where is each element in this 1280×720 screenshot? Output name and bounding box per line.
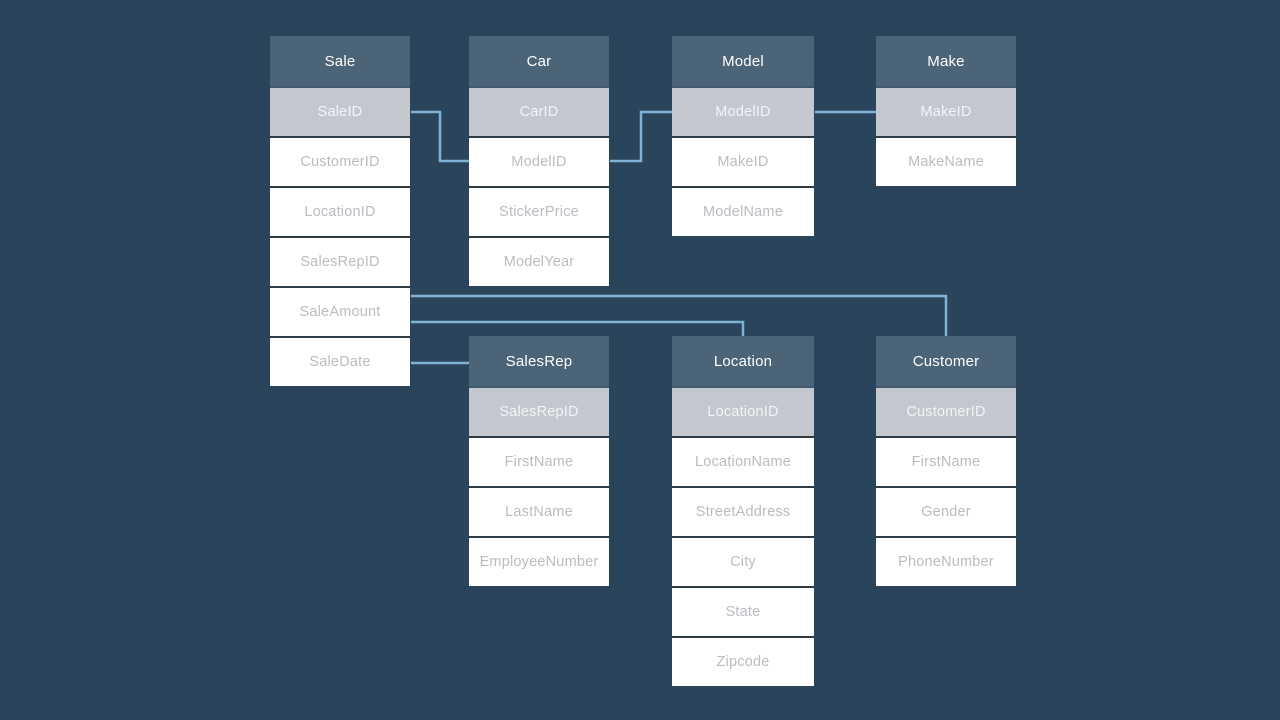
field-zipcode[interactable]: Zipcode bbox=[672, 636, 814, 686]
field-saledate[interactable]: SaleDate bbox=[270, 336, 410, 386]
field-locationname[interactable]: LocationName bbox=[672, 436, 814, 486]
entity-header-location: Location bbox=[672, 336, 814, 386]
field-stickerprice[interactable]: StickerPrice bbox=[469, 186, 609, 236]
entity-header-model: Model bbox=[672, 36, 814, 86]
primary-key-field-locationid[interactable]: LocationID bbox=[672, 386, 814, 436]
entity-header-customer: Customer bbox=[876, 336, 1016, 386]
relationship-car-to-model bbox=[610, 110, 672, 163]
primary-key-field-carid[interactable]: CarID bbox=[469, 86, 609, 136]
field-modelid[interactable]: ModelID bbox=[469, 136, 609, 186]
field-makename[interactable]: MakeName bbox=[876, 136, 1016, 186]
field-city[interactable]: City bbox=[672, 536, 814, 586]
entity-header-car: Car bbox=[469, 36, 609, 86]
field-employeenumber[interactable]: EmployeeNumber bbox=[469, 536, 609, 586]
field-modelname[interactable]: ModelName bbox=[672, 186, 814, 236]
field-state[interactable]: State bbox=[672, 586, 814, 636]
field-lastname[interactable]: LastName bbox=[469, 486, 609, 536]
relationship-sale-to-location bbox=[411, 320, 745, 336]
field-gender[interactable]: Gender bbox=[876, 486, 1016, 536]
field-firstname[interactable]: FirstName bbox=[876, 436, 1016, 486]
field-modelyear[interactable]: ModelYear bbox=[469, 236, 609, 286]
primary-key-field-salesrepid[interactable]: SalesRepID bbox=[469, 386, 609, 436]
primary-key-field-modelid[interactable]: ModelID bbox=[672, 86, 814, 136]
field-salesrepid[interactable]: SalesRepID bbox=[270, 236, 410, 286]
field-locationid[interactable]: LocationID bbox=[270, 186, 410, 236]
entity-header-make: Make bbox=[876, 36, 1016, 86]
relationship-sale-to-car bbox=[411, 110, 469, 163]
field-saleamount[interactable]: SaleAmount bbox=[270, 286, 410, 336]
field-firstname[interactable]: FirstName bbox=[469, 436, 609, 486]
field-streetaddress[interactable]: StreetAddress bbox=[672, 486, 814, 536]
relationship-sale-to-customer bbox=[411, 294, 948, 336]
field-customerid[interactable]: CustomerID bbox=[270, 136, 410, 186]
primary-key-field-makeid[interactable]: MakeID bbox=[876, 86, 1016, 136]
primary-key-field-customerid[interactable]: CustomerID bbox=[876, 386, 1016, 436]
entity-header-salesrep: SalesRep bbox=[469, 336, 609, 386]
primary-key-field-saleid[interactable]: SaleID bbox=[270, 86, 410, 136]
entity-header-sale: Sale bbox=[270, 36, 410, 86]
field-makeid[interactable]: MakeID bbox=[672, 136, 814, 186]
field-phonenumber[interactable]: PhoneNumber bbox=[876, 536, 1016, 586]
